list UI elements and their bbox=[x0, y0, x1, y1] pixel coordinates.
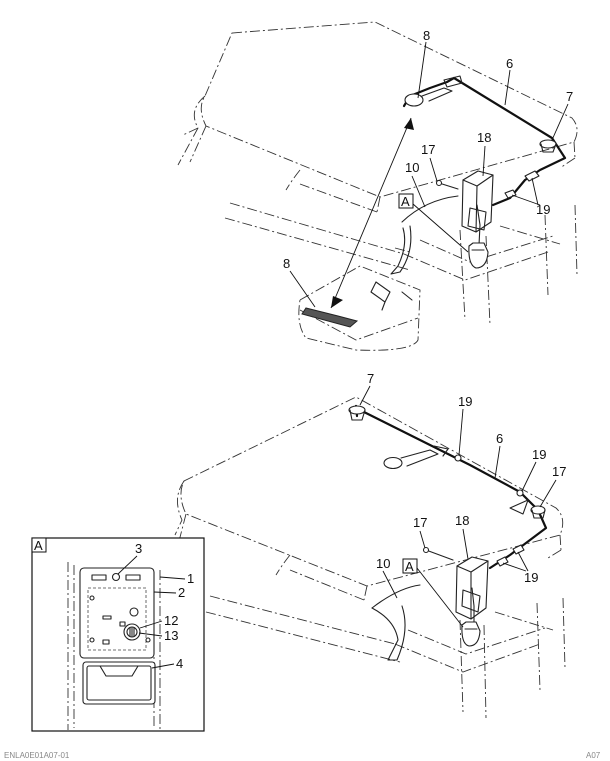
callout-detail-2: 2 bbox=[178, 585, 185, 600]
callout-top-8-removed: 8 bbox=[283, 256, 290, 271]
detail-a-callouts: 3 1 2 12 13 4 bbox=[117, 541, 194, 671]
callout-detail-4: 4 bbox=[176, 656, 183, 671]
callout-detail-12: 12 bbox=[164, 613, 178, 628]
callout-top-17: 17 bbox=[421, 142, 435, 157]
callout-detail-3: 3 bbox=[135, 541, 142, 556]
callout-detail-1: 1 bbox=[187, 571, 194, 586]
callout-top-8: 8 bbox=[423, 28, 430, 43]
top-view-tag: A bbox=[401, 194, 410, 209]
callout-top-6: 6 bbox=[506, 56, 513, 71]
detail-a-title: A bbox=[34, 538, 43, 553]
footer-code-right: A07 bbox=[586, 751, 601, 760]
bottom-view-tag: A bbox=[405, 559, 414, 574]
callout-detail-13: 13 bbox=[164, 628, 178, 643]
top-cab-roof-assembly bbox=[177, 21, 578, 351]
callout-bottom-6: 6 bbox=[496, 431, 503, 446]
callout-bottom-10: 10 bbox=[376, 556, 390, 571]
callout-bottom-18: 18 bbox=[455, 513, 469, 528]
callout-bottom-17b: 17 bbox=[413, 515, 427, 530]
callout-bottom-7: 7 bbox=[367, 371, 374, 386]
bottom-cab-roof-assembly bbox=[174, 396, 566, 719]
top-callout-labels: 8 6 7 18 17 10 19 A 8 bbox=[283, 28, 573, 308]
footer-code-left: ENLA0E01A07-01 bbox=[4, 751, 70, 760]
detail-a-box: A bbox=[31, 537, 205, 732]
callout-bottom-17a: 17 bbox=[552, 464, 566, 479]
callout-top-18: 18 bbox=[477, 130, 491, 145]
callout-top-7: 7 bbox=[566, 89, 573, 104]
callout-top-10: 10 bbox=[405, 160, 419, 175]
bottom-callout-labels: 7 19 6 19 17 17 18 10 19 A bbox=[359, 371, 566, 628]
callout-top-19: 19 bbox=[536, 202, 550, 217]
callout-bottom-19b: 19 bbox=[532, 447, 546, 462]
callout-bottom-19a: 19 bbox=[458, 394, 472, 409]
callout-bottom-19c: 19 bbox=[524, 570, 538, 585]
